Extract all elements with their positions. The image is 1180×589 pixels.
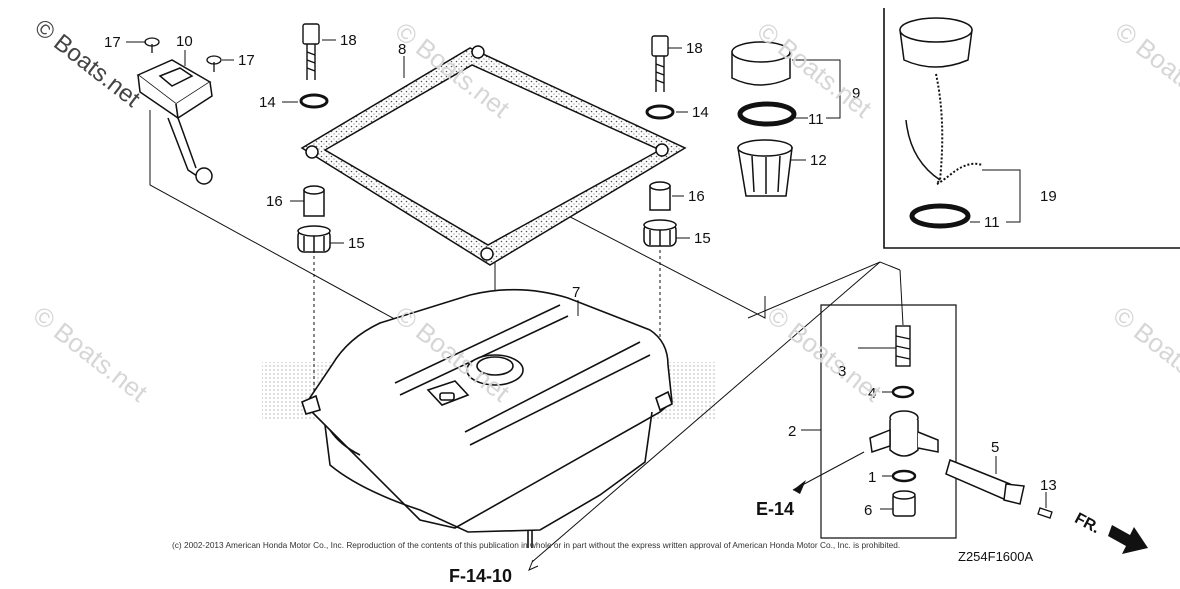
callout-6: 6 [864,502,872,519]
ref-f-14-10: F-14-10 [449,566,512,586]
callout-16a: 16 [266,193,283,210]
callout-ticks [126,39,1047,510]
callout-15a: 15 [348,235,365,252]
front-direction-arrow [1108,525,1148,554]
callout-8: 8 [398,41,406,58]
washer-right [645,104,675,120]
callout-5: 5 [991,439,999,456]
copyright-notice: (c) 2002-2013 American Honda Motor Co., … [172,540,901,550]
callout-11b: 11 [984,214,1000,231]
collar-left [303,185,325,217]
washer-left [299,93,329,109]
callout-1: 1 [868,469,876,486]
cap-seal [737,101,797,127]
valve-group-frame [820,304,957,539]
valve-washer [891,385,915,399]
bolt-left [302,23,320,80]
screw-left [144,37,160,53]
bolt-right [651,35,669,92]
callout-9: 9 [852,85,860,102]
lever-screw [1037,507,1053,519]
inset-frame-19 [883,8,1180,249]
grommet-right [643,219,677,247]
screw-right [206,55,222,72]
callout-13: 13 [1040,477,1057,494]
drain-plug [892,490,916,517]
callout-15b: 15 [694,230,711,247]
callout-7: 7 [572,284,580,301]
callout-19: 19 [1040,188,1057,205]
callout-12: 12 [810,152,827,169]
fuel-strainer [737,139,793,197]
callout-14b: 14 [692,104,709,121]
valve-o-ring [891,469,917,483]
cap-seal-inset [909,203,971,229]
callout-18b: 18 [686,40,703,57]
diagram-code: Z254F1600A [958,549,1034,564]
callout-2: 2 [788,423,796,440]
e-14-arrow [793,480,806,494]
callout-16b: 16 [688,188,705,205]
callout-3: 3 [838,363,846,380]
callout-10: 10 [176,33,193,50]
tank-gasket [300,45,687,266]
grommet-left [297,225,331,253]
fuel-valve [869,410,939,457]
valve-lever [945,458,1025,505]
callout-18a: 18 [340,32,357,49]
fuel-tank [301,288,673,548]
filler-cap [731,41,791,86]
callout-17b: 17 [238,52,255,69]
callout-14a: 14 [259,94,276,111]
callout-17a: 17 [104,34,121,51]
fuel-gauge [136,59,213,185]
ref-e-14: E-14 [756,499,794,519]
valve-bolt [895,325,911,367]
f-14-10-pointer [528,559,539,571]
cap-with-chain [899,17,983,185]
collar-right [649,181,671,211]
callout-11a: 11 [808,111,824,128]
callout-4: 4 [868,385,876,402]
